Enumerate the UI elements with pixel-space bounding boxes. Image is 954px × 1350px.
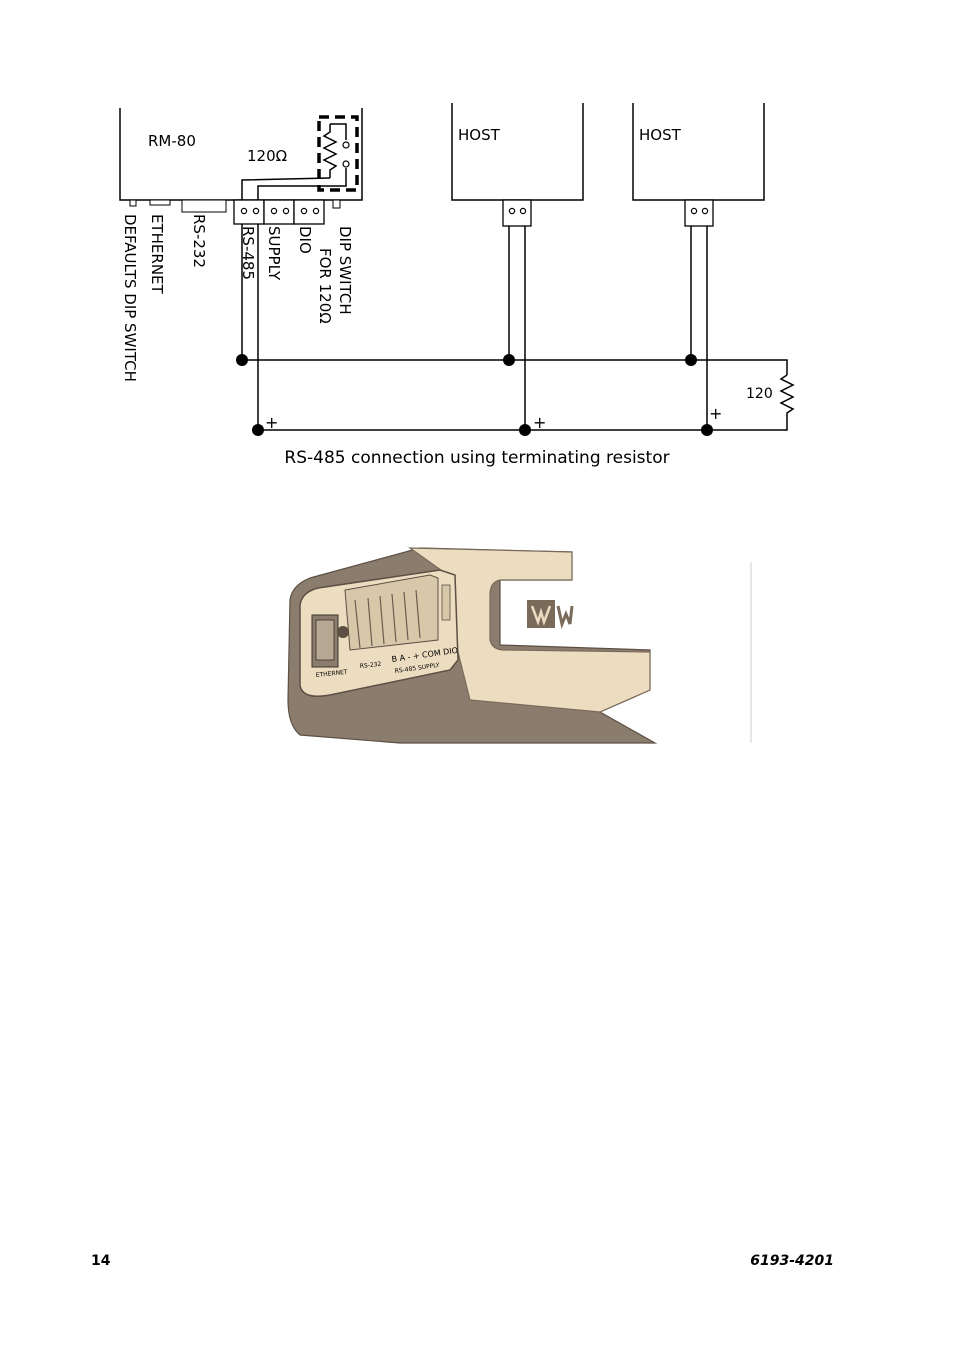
dio-terminal (293, 199, 325, 225)
junction-dot (236, 354, 248, 366)
dip-switch-120-port (332, 199, 341, 209)
junction-dot (519, 424, 531, 436)
resistor-120-label: 120Ω (247, 147, 287, 165)
junction-dot (701, 424, 713, 436)
defaults-dip-switch-label: DEFAULTS DIP SWITCH (121, 214, 139, 382)
junction-dot (503, 354, 515, 366)
bus-line-a (242, 359, 788, 375)
host-label-2: HOST (639, 126, 682, 144)
photo-ethernet-label: ETHERNET (315, 669, 348, 679)
document-number: 6193-4201 (750, 1253, 834, 1269)
rs485-label: RS-485 (239, 226, 257, 280)
ethernet-label: ETHERNET (148, 214, 166, 295)
dip-switch-dashed-box (317, 115, 359, 192)
ethernet-port (149, 199, 171, 206)
host-label-1: HOST (458, 126, 501, 144)
terminating-resistor-label: 120 (746, 386, 773, 402)
device-illustration (287, 547, 752, 744)
plus-sign: + (533, 413, 546, 432)
figure-caption: RS-485 connection using terminating resi… (284, 448, 670, 468)
supply-label: SUPPLY (265, 226, 283, 281)
rs485-terminal (233, 199, 265, 225)
host-box-1 (451, 103, 584, 201)
terminating-resistor-icon (779, 374, 795, 417)
dio-label: DIO (296, 226, 314, 254)
bus-line-b (258, 417, 788, 431)
resistor-zigzag-icon (322, 124, 338, 178)
rs232-port (181, 199, 227, 213)
dip-switch-label: DIP SWITCH (336, 226, 354, 315)
rm80-label: RM-80 (148, 132, 196, 150)
junction-dot (685, 354, 697, 366)
host-2-terminal (684, 199, 714, 227)
for-120-label: FOR 120Ω (316, 248, 334, 324)
host-box-2 (632, 103, 765, 201)
plus-sign: + (709, 404, 722, 423)
photo-rs232-label: RS-232 (359, 661, 381, 670)
plus-sign: + (265, 413, 278, 432)
host-1-terminal (502, 199, 532, 227)
supply-terminal (263, 199, 295, 225)
rs232-label: RS-232 (190, 214, 208, 268)
defaults-dip-switch (129, 199, 137, 207)
junction-dot (252, 424, 264, 436)
page-number: 14 (91, 1253, 111, 1269)
